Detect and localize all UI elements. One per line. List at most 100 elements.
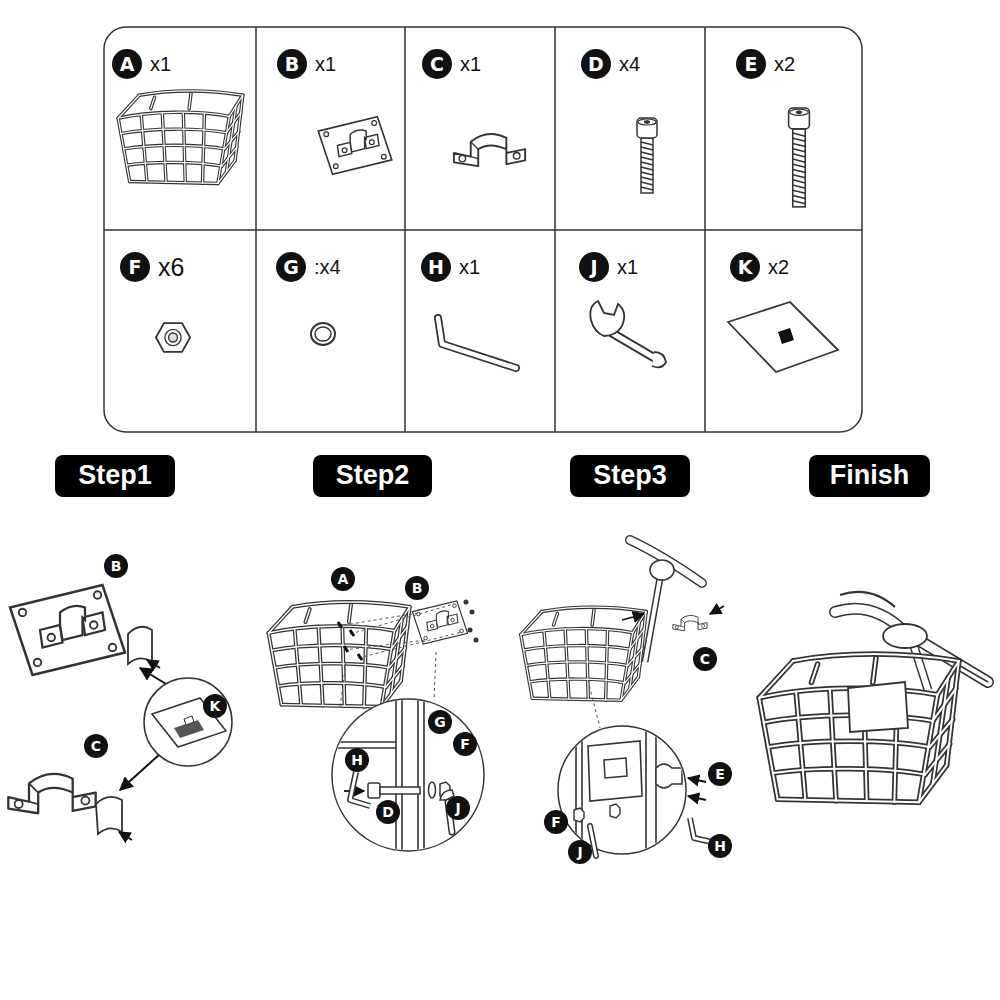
step2-picture-part xyxy=(350,772,370,806)
step2-picture-part-part xyxy=(396,690,424,860)
parts-table-part xyxy=(104,27,862,432)
part-cell: x1B xyxy=(256,27,405,230)
letter-text: D xyxy=(382,805,394,819)
step1-picture-part xyxy=(10,585,125,675)
letter-text: E xyxy=(745,55,758,74)
letter-text: B xyxy=(412,581,423,595)
part-pictures-part xyxy=(156,323,190,352)
callout-letter: J xyxy=(568,840,592,864)
letter-text: K xyxy=(738,258,753,277)
finish-picture-part xyxy=(883,624,927,648)
step3-picture xyxy=(521,540,730,860)
part-pictures-part xyxy=(318,117,392,175)
part-cell: x2E xyxy=(705,27,862,230)
quantity-text: x4 xyxy=(619,52,640,76)
step1-picture-part xyxy=(120,754,160,790)
letter-text: J xyxy=(577,845,582,859)
part-pictures-part xyxy=(612,333,658,360)
step2-picture-part xyxy=(338,622,362,660)
callout-letter: K xyxy=(203,694,227,718)
letter-text: C xyxy=(430,55,444,74)
letter-text: E xyxy=(715,767,725,781)
letter-text: F xyxy=(460,737,470,751)
part-letter: F xyxy=(120,252,150,282)
part-pictures-part xyxy=(652,352,666,367)
step2-picture-part xyxy=(350,772,370,806)
part-pictures-part xyxy=(778,328,794,344)
step1-picture-part xyxy=(96,797,122,834)
step3-picture-part-part xyxy=(604,758,627,778)
part-pictures-part xyxy=(454,134,525,166)
step2-picture-part xyxy=(338,604,462,658)
part-cell: x1H xyxy=(405,230,555,432)
step1-picture-part xyxy=(152,698,226,747)
callout-letter: F xyxy=(453,732,477,756)
letter-text: H xyxy=(351,753,363,767)
step1-picture-part xyxy=(184,716,194,725)
part-letter: D xyxy=(581,49,611,79)
part-pictures xyxy=(118,91,838,372)
step2-picture-part xyxy=(368,783,380,798)
finish-picture-part xyxy=(848,682,908,732)
parts-table xyxy=(104,27,862,432)
step-title: Step2 xyxy=(336,461,410,491)
part-cell: x1C xyxy=(405,27,555,230)
step1-picture xyxy=(8,585,232,840)
step3-picture-part xyxy=(576,720,682,860)
step3-picture-part xyxy=(521,607,646,700)
part-cell: x2 K xyxy=(705,230,862,432)
step1-picture-part xyxy=(144,678,232,766)
quantity-text: x6 xyxy=(158,252,184,282)
letter-text: F xyxy=(129,258,142,277)
callout-letter: H xyxy=(708,834,732,858)
finish-picture-part xyxy=(835,609,988,682)
callout-letter: J xyxy=(446,796,470,820)
step2-picture-part xyxy=(380,787,420,794)
part-pictures-part xyxy=(637,118,657,193)
step2-picture-part xyxy=(464,600,469,605)
letter-text: K xyxy=(210,699,221,713)
step2-picture-part xyxy=(474,638,479,643)
step1-picture-part xyxy=(147,660,160,668)
callout-letter: E xyxy=(708,762,732,786)
callout-letter: H xyxy=(345,748,369,772)
part-cell: x1A xyxy=(104,27,256,230)
letter-text: D xyxy=(588,55,604,74)
part-letter: A xyxy=(112,49,142,79)
step3-picture-part-part xyxy=(576,720,656,860)
step3-picture-part xyxy=(645,578,660,662)
part-cell: x4 D xyxy=(555,27,705,230)
parts-table-part xyxy=(104,27,862,432)
letter-text: C xyxy=(91,739,101,753)
step3-picture-part xyxy=(688,796,706,800)
step2-picture-part xyxy=(332,699,484,851)
letter-text: H xyxy=(714,839,726,853)
step-title: Finish xyxy=(830,461,910,491)
letter-text: A xyxy=(120,55,135,74)
step3-picture-part-part xyxy=(610,804,620,818)
part-pictures-part xyxy=(315,327,331,341)
part-pictures-part xyxy=(789,108,810,207)
letter-text: H xyxy=(428,258,444,277)
part-letter: C xyxy=(422,49,452,79)
step3-picture-part xyxy=(650,560,674,580)
part-letter: B xyxy=(277,49,307,79)
letter-text: B xyxy=(285,55,299,74)
step-badge: Step1 xyxy=(55,455,175,497)
part-letter: K xyxy=(730,252,760,282)
step-title: Step1 xyxy=(78,461,152,491)
callout-letter: A xyxy=(331,567,355,591)
part-pictures-part xyxy=(311,323,335,345)
step2-picture-part xyxy=(429,782,436,798)
letter-text: B xyxy=(111,559,122,573)
part-pictures-part xyxy=(438,318,516,368)
part-pictures-part xyxy=(590,301,624,336)
callout-letter: F xyxy=(544,810,568,834)
finish-picture-part xyxy=(835,609,988,682)
letter-text: J xyxy=(590,258,597,277)
quantity-text: x2 xyxy=(768,255,789,279)
letter-text: G xyxy=(434,715,446,729)
step1-picture-part xyxy=(119,832,132,840)
part-letter: G xyxy=(276,252,306,282)
